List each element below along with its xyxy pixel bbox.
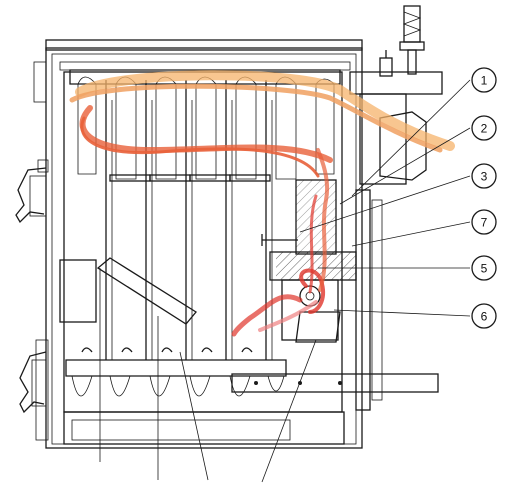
grate-bar	[231, 373, 439, 393]
flue-gas-flow	[69, 70, 455, 178]
svg-text:1: 1	[481, 74, 488, 88]
svg-text:7: 7	[481, 216, 488, 230]
callout-6: 6	[471, 303, 497, 329]
leader-lines	[99, 79, 471, 483]
lower-door-handle	[19, 351, 47, 414]
top-valve	[379, 5, 425, 77]
svg-text:3: 3	[481, 170, 488, 184]
callout-3: 3	[471, 163, 497, 189]
callout-7: 7	[471, 209, 497, 235]
svg-text:2: 2	[481, 122, 488, 136]
callout-2: 2	[471, 115, 497, 141]
flue-outlet	[349, 71, 443, 411]
lower-heat-exchanger	[65, 347, 287, 397]
deflector-plate	[96, 257, 197, 325]
callout-5: 5	[471, 255, 497, 281]
callout-1: 1	[471, 67, 497, 93]
svg-text:5: 5	[481, 262, 488, 276]
upper-door-handle	[15, 167, 47, 224]
combustion-flame	[231, 148, 329, 337]
svg-text:6: 6	[481, 310, 488, 324]
